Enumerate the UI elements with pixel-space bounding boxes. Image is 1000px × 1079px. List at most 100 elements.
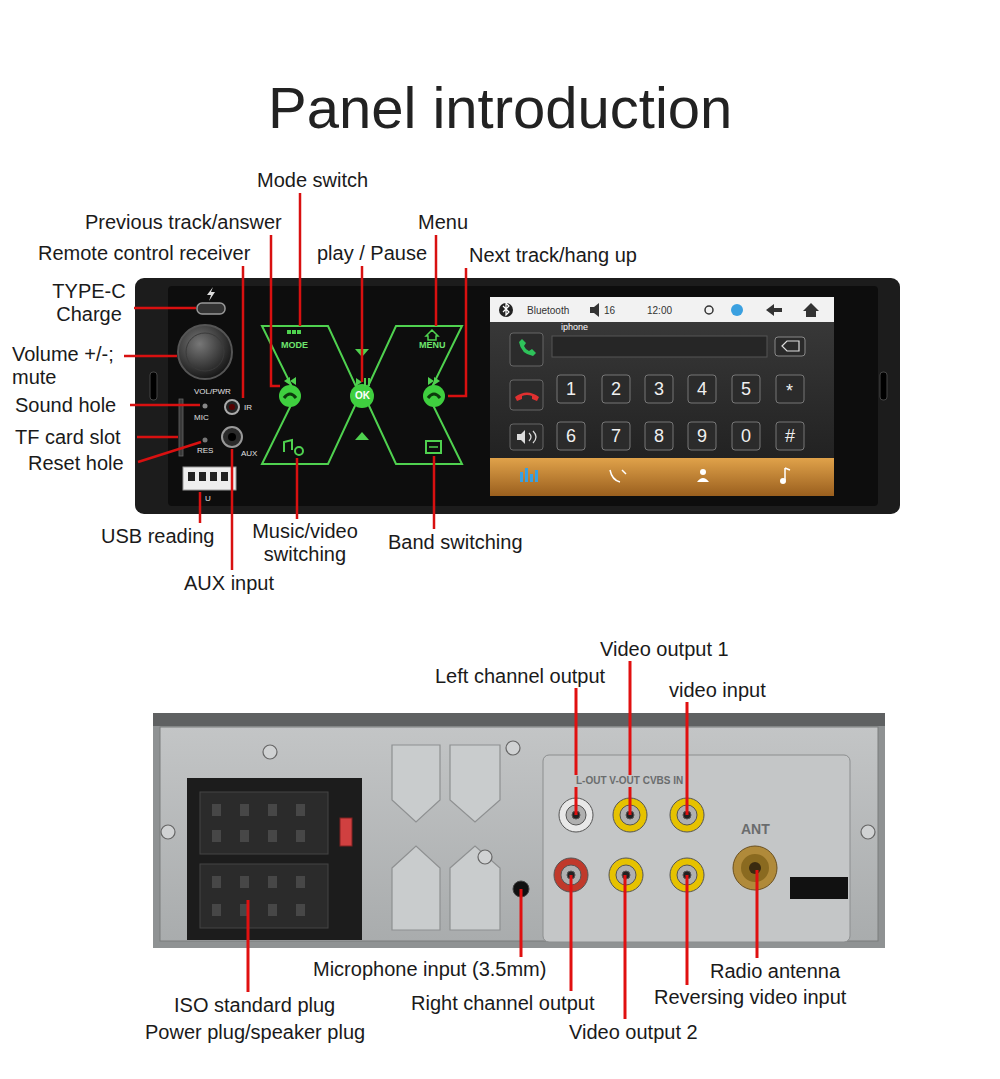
keypad-digit: * xyxy=(786,381,793,402)
illustration-shape xyxy=(296,458,299,519)
illustration-shape xyxy=(520,889,523,957)
keypad-digit: 5 xyxy=(741,379,751,400)
chassis-text: L-OUT V-OUT CVBS IN xyxy=(574,775,685,787)
illustration-shape xyxy=(197,303,225,314)
illustration-shape xyxy=(450,846,500,930)
illustration-shape xyxy=(517,430,525,444)
illustration-shape xyxy=(263,745,277,759)
illustration-shape xyxy=(525,468,528,482)
illustration-shape xyxy=(199,492,202,523)
illustration-shape xyxy=(602,422,630,450)
panel-text: RES xyxy=(197,446,213,455)
illustration-shape xyxy=(364,378,366,386)
illustration-shape xyxy=(790,877,848,899)
illustration-shape xyxy=(780,478,786,484)
illustration-shape xyxy=(529,431,536,443)
callout-label: Video output 1 xyxy=(600,638,729,661)
illustration-shape xyxy=(188,472,195,481)
illustration-shape xyxy=(284,440,292,452)
illustration-shape xyxy=(221,472,228,481)
illustration-shape xyxy=(433,456,436,529)
illustration-shape xyxy=(499,303,513,317)
illustration-shape xyxy=(535,470,538,482)
illustration-shape xyxy=(228,433,236,441)
keypad-digit: # xyxy=(785,426,795,447)
illustration-shape xyxy=(153,713,885,948)
illustration-shape xyxy=(290,377,296,385)
illustration-shape xyxy=(557,422,585,450)
illustration-shape xyxy=(570,875,573,991)
callout-label: Power plug/speaker plug xyxy=(145,1021,365,1044)
illustration-shape xyxy=(688,422,716,450)
illustration-shape xyxy=(229,404,235,410)
illustration-shape xyxy=(552,336,767,357)
illustration-shape xyxy=(629,661,632,815)
illustration-shape xyxy=(161,825,175,839)
illustration-shape xyxy=(340,818,352,846)
rear-chassis xyxy=(153,713,885,948)
illustration-shape xyxy=(240,876,249,888)
illustration-shape xyxy=(284,377,290,385)
illustration-shape xyxy=(350,384,374,408)
illustration-shape xyxy=(212,830,221,842)
illustration-shape xyxy=(240,804,249,816)
illustration-shape xyxy=(448,268,466,396)
illustration-shape xyxy=(392,846,440,930)
illustration-shape xyxy=(186,333,224,371)
button-text: OK xyxy=(355,390,370,402)
illustration-shape xyxy=(733,846,777,890)
illustration-shape xyxy=(392,745,500,930)
illustration-shape xyxy=(426,441,441,453)
illustration-shape xyxy=(776,375,804,403)
illustration-shape xyxy=(510,333,543,366)
illustration-shape xyxy=(203,404,208,409)
illustration-shape xyxy=(268,876,277,888)
illustration-shape xyxy=(292,330,296,334)
illustration-shape xyxy=(515,393,539,402)
illustration-shape xyxy=(610,470,626,482)
illustration-shape xyxy=(296,804,305,816)
illustration-shape xyxy=(426,330,438,340)
illustration-shape xyxy=(203,438,208,443)
illustration-shape xyxy=(803,303,819,317)
illustration-shape xyxy=(247,900,250,992)
illustration-shape xyxy=(756,870,759,958)
front-panel xyxy=(135,278,900,514)
illustration-shape xyxy=(775,337,805,356)
illustration-shape xyxy=(429,446,438,448)
keypad-digit: 4 xyxy=(697,379,707,400)
illustration-shape xyxy=(392,745,440,822)
illustration-shape xyxy=(296,904,305,916)
illustration-shape xyxy=(150,372,157,400)
illustration-shape xyxy=(210,472,217,481)
leader-lines xyxy=(248,661,757,1019)
callout-label: Radio antenna xyxy=(710,960,840,983)
callout-label: TYPE-C Charge xyxy=(44,280,134,326)
page-title: Panel introduction xyxy=(268,75,732,142)
screen-text: iphone xyxy=(561,322,588,332)
illustration-shape xyxy=(134,307,196,310)
illustration-shape xyxy=(520,468,538,482)
illustration-shape xyxy=(200,864,328,928)
illustration-shape xyxy=(212,804,305,916)
illustration-shape xyxy=(268,830,277,842)
illustration-shape xyxy=(490,458,834,496)
illustration-shape xyxy=(782,341,799,351)
illustration-shape xyxy=(130,404,200,407)
illustration-shape xyxy=(168,286,878,506)
illustration-shape xyxy=(262,326,360,464)
illustration-shape xyxy=(153,713,885,726)
illustration-shape xyxy=(199,472,206,481)
illustration-shape xyxy=(212,876,221,888)
illustration-shape xyxy=(138,442,201,462)
illustration-shape xyxy=(686,875,689,985)
button-text: MODE xyxy=(281,340,308,350)
illustration-shape xyxy=(506,741,520,755)
illustration-shape xyxy=(240,830,249,842)
illustration-shape xyxy=(510,424,543,450)
callout-label: TF card slot xyxy=(15,426,121,449)
illustration-shape xyxy=(478,850,492,864)
callout-label: Sound hole xyxy=(15,394,116,417)
chassis-text: ANT xyxy=(741,821,770,837)
illustration-shape xyxy=(575,688,578,815)
